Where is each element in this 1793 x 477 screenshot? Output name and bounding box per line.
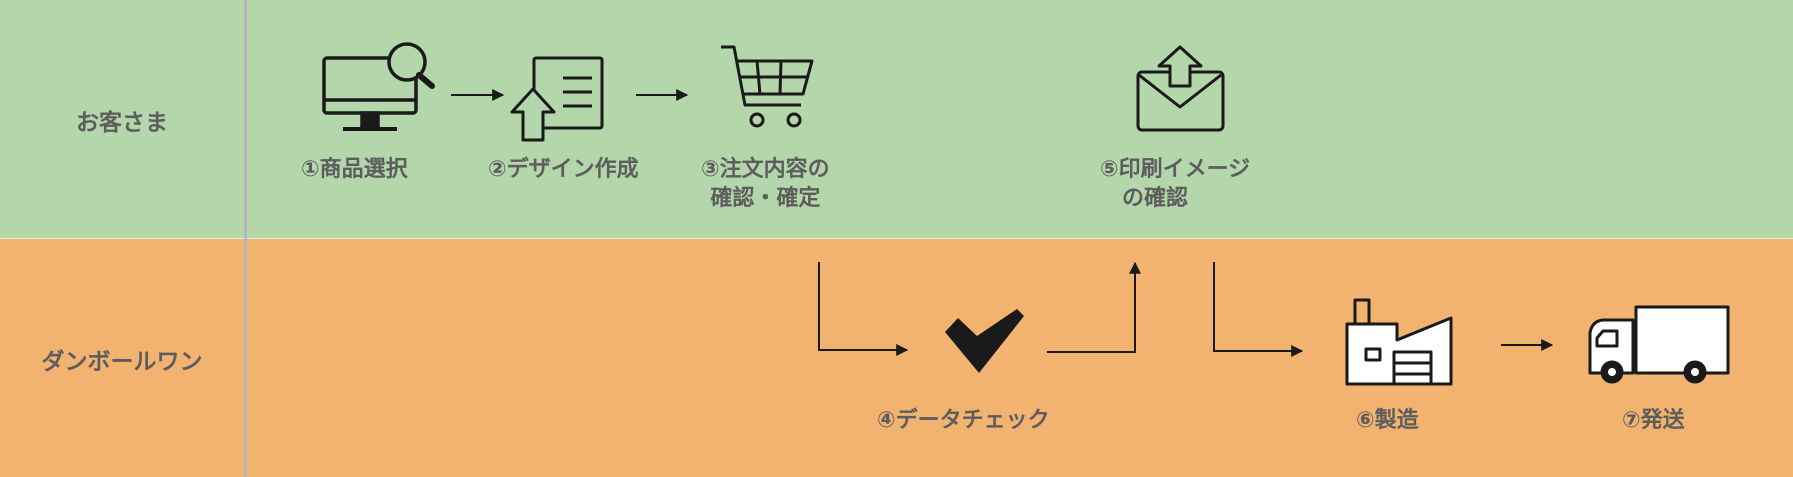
step-5-label: ⑤印刷イメージ の確認 [1100, 155, 1250, 213]
truck-icon [1588, 305, 1730, 384]
step-7-text: ⑦発送 [1622, 408, 1685, 433]
arrow-3-4 [818, 262, 909, 356]
arrow-5-6 [1213, 262, 1304, 357]
step-2-text: ②デザイン作成 [488, 157, 639, 182]
customer-lane [0, 0, 1793, 238]
step-7-label: ⑦発送 [1622, 406, 1685, 435]
step-1-text: ①商品選択 [301, 157, 408, 182]
step-6-text: ⑥製造 [1356, 408, 1419, 433]
step-4-text: ④データチェック [877, 408, 1050, 433]
step-1-label: ①商品選択 [301, 155, 408, 184]
envelope-upload-icon [1136, 45, 1225, 132]
step-2-label: ②デザイン作成 [488, 155, 639, 184]
monitor-search-icon [322, 42, 435, 131]
step-3-text-line1: ③注文内容の [701, 157, 830, 182]
step-4-label: ④データチェック [877, 406, 1050, 435]
company-lane [0, 239, 1793, 477]
customer-lane-label: お客さま [76, 110, 168, 136]
step-6-label: ⑥製造 [1356, 406, 1419, 435]
document-upload-icon [510, 56, 604, 142]
company-lane-label: ダンボールワン [41, 349, 203, 375]
step-3-text-line2: 確認・確定 [710, 186, 821, 211]
step-5-text-line1: ⑤印刷イメージ [1100, 157, 1251, 182]
step-5-text-line2: の確認 [1122, 186, 1189, 211]
shopping-cart-icon [721, 45, 814, 128]
arrow-4-5 [1047, 261, 1141, 353]
label-column-divider [244, 0, 247, 477]
factory-icon [1345, 298, 1453, 386]
checkmark-icon [945, 309, 1024, 373]
lane-divider [0, 238, 1793, 239]
step-3-label: ③注文内容の 確認・確定 [701, 155, 830, 213]
